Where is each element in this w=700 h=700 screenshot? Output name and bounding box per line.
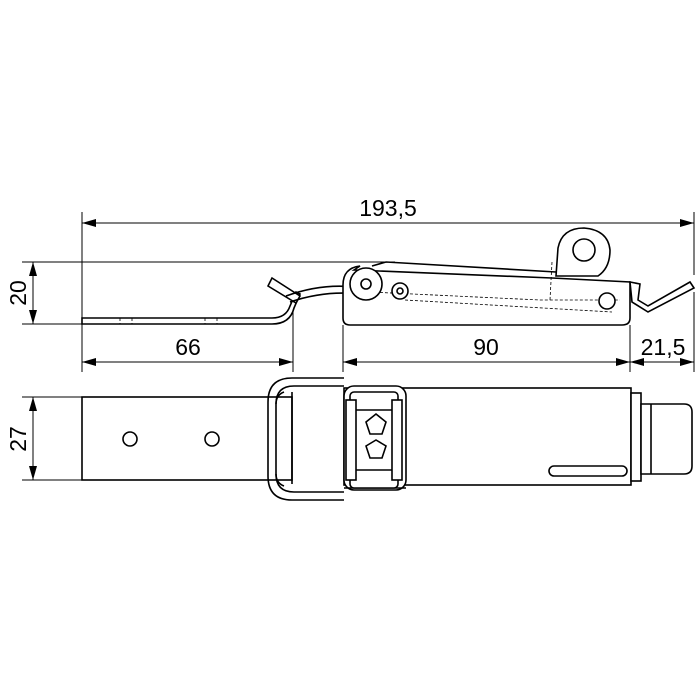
dimension-label-overall-length: 193,5 (359, 195, 417, 221)
dimension-label-hook-length: 66 (175, 334, 201, 360)
dimension-base-length: 90 (342, 325, 631, 372)
latch-top-view (81, 377, 693, 501)
strike-plate-top (81, 396, 293, 481)
dimension-hook-length: 66 (81, 312, 294, 372)
padlock-eye-side (555, 227, 611, 277)
dimension-label-side-height: 20 (5, 280, 31, 306)
dimension-label-base-length: 90 (473, 334, 499, 360)
mounting-hole (122, 431, 138, 447)
dimension-side-height: 20 (5, 261, 395, 325)
dimension-label-overhang: 21,5 (641, 334, 686, 360)
dimension-overall-length: 193,5 (81, 195, 695, 318)
wire-bail-top (267, 377, 344, 501)
dimension-overhang: 21,5 (630, 292, 695, 372)
lever-body-side (342, 261, 631, 326)
lever-body-top (343, 385, 693, 491)
strike-plate-side (81, 276, 302, 325)
spring-tab-side (629, 280, 696, 313)
latch-side-view (81, 227, 696, 326)
dimension-label-plate-width: 27 (5, 426, 31, 452)
dimension-plate-width: 27 (5, 396, 82, 481)
mounting-hole (204, 431, 220, 447)
